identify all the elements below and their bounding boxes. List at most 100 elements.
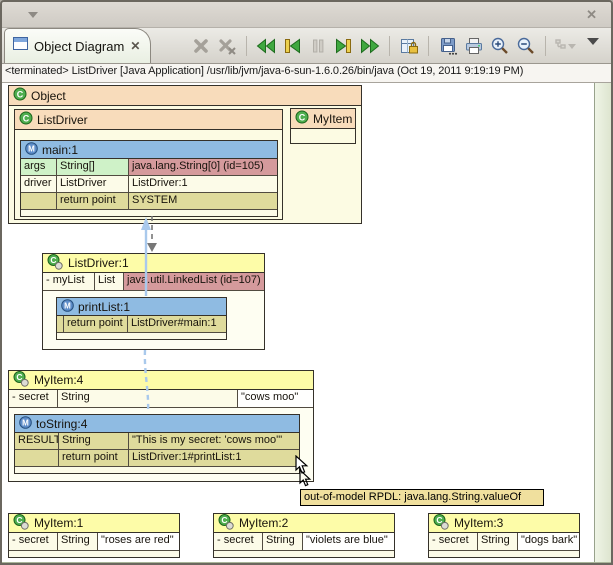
- tab-title: Object Diagram: [34, 39, 124, 54]
- field-type: String: [58, 533, 98, 550]
- terminate-button[interactable]: [189, 34, 213, 58]
- field-name: - secret: [9, 390, 58, 407]
- activation-tostring-4[interactable]: M toString:4 RESULT String "This is my s…: [14, 414, 300, 474]
- var-name: [57, 316, 64, 332]
- view-window-icon: [13, 37, 28, 55]
- object-box-listdriver-1[interactable]: C ListDriver:1 - myList List java.util.L…: [42, 253, 265, 350]
- object-box-myitem-1[interactable]: C MyItem:1 - secret String "roses are re…: [8, 513, 180, 558]
- method-icon: M: [61, 299, 74, 315]
- var-value: "This is my secret: 'cows moo'": [129, 433, 299, 449]
- toolbar: [189, 34, 577, 58]
- field-value: "roses are red": [98, 533, 179, 550]
- tree-mode-button[interactable]: [553, 34, 577, 58]
- activation-title: printList:1: [78, 300, 130, 314]
- class-icon: C: [13, 87, 27, 104]
- object-box-myitem-3[interactable]: C MyItem:3 - secret String "dogs bark": [428, 513, 580, 558]
- zoom-out-button[interactable]: [514, 34, 538, 58]
- window-close-icon[interactable]: ✕: [586, 8, 597, 21]
- table-footer: [214, 551, 394, 557]
- step-forward-button[interactable]: [332, 34, 356, 58]
- svg-text:M: M: [28, 144, 35, 153]
- activation-title: toString:4: [36, 417, 87, 431]
- return-point-label: return point: [64, 316, 128, 332]
- field-type: String: [263, 533, 303, 550]
- activation-printlist-1[interactable]: M printList:1 return point ListDriver#ma…: [56, 297, 227, 340]
- var-type: String[]: [57, 159, 129, 175]
- field-type: List: [95, 273, 124, 290]
- var-name: [15, 450, 59, 466]
- table-footer: [57, 333, 226, 339]
- table-footer: [21, 210, 277, 216]
- var-name: driver: [21, 176, 57, 192]
- var-name: [21, 193, 57, 209]
- return-point-label: return point: [59, 450, 129, 466]
- var-type: ListDriver: [57, 176, 129, 192]
- method-icon: M: [19, 416, 32, 432]
- activation-title: main:1: [42, 143, 78, 157]
- diagram-canvas[interactable]: C Object C ListDriver C MyItem M main:1: [2, 83, 595, 562]
- launch-status-line: <terminated> ListDriver [Java Applicatio…: [2, 64, 611, 83]
- var-value: java.lang.String[0] (id=105): [129, 159, 277, 175]
- field-name: - myList: [43, 273, 95, 290]
- return-point-value: ListDriver:1#printList:1: [129, 450, 299, 466]
- svg-text:C: C: [16, 372, 22, 382]
- var-type: String: [59, 433, 129, 449]
- object-icon: C: [218, 514, 235, 533]
- window-titlebar[interactable]: ✕: [2, 2, 611, 28]
- svg-text:M: M: [22, 418, 29, 427]
- method-icon: M: [25, 142, 38, 158]
- object-box-myitem-4[interactable]: C MyItem:4 - secret String "cows moo" M …: [8, 370, 314, 482]
- pause-button[interactable]: [306, 34, 330, 58]
- class-icon: C: [19, 111, 33, 128]
- object-icon: C: [13, 514, 30, 533]
- step-backward-button[interactable]: [280, 34, 304, 58]
- tab-close-icon[interactable]: ✕: [130, 39, 140, 53]
- field-value: "dogs bark": [518, 533, 579, 550]
- object-title: MyItem:3: [454, 516, 503, 530]
- context-box-myitem[interactable]: C MyItem: [290, 108, 356, 144]
- field-value: "violets are blue": [303, 533, 394, 550]
- object-title: MyItem:4: [34, 373, 83, 387]
- svg-text:C: C: [23, 114, 30, 124]
- table-footer: [429, 551, 579, 557]
- object-icon: C: [13, 371, 30, 390]
- run-backward-button[interactable]: [254, 34, 278, 58]
- tooltip: out-of-model RPDL: java.lang.String.valu…: [300, 489, 544, 506]
- field-name: - secret: [9, 533, 58, 550]
- var-name: args: [21, 159, 57, 175]
- toolbar-separator: [389, 36, 390, 56]
- tab-object-diagram[interactable]: Object Diagram ✕: [4, 28, 151, 63]
- toolbar-separator: [428, 36, 429, 56]
- zoom-in-button[interactable]: [488, 34, 512, 58]
- vertical-scrollbar[interactable]: [595, 83, 611, 562]
- lock-diagram-button[interactable]: [397, 34, 421, 58]
- field-name: - secret: [429, 533, 478, 550]
- object-box-myitem-2[interactable]: C MyItem:2 - secret String "violets are …: [213, 513, 395, 558]
- window-menu-icon[interactable]: [28, 12, 38, 18]
- var-value: ListDriver:1: [129, 176, 277, 192]
- svg-text:C: C: [50, 255, 56, 265]
- field-value: java.util.LinkedList (id=107): [124, 273, 264, 290]
- field-name: - secret: [214, 533, 263, 550]
- context-title: Object: [31, 89, 66, 103]
- save-button[interactable]: [436, 34, 460, 58]
- object-title: ListDriver:1: [68, 256, 129, 270]
- svg-text:C: C: [436, 515, 442, 525]
- remove-all-terminated-button[interactable]: [215, 34, 239, 58]
- view-menu-icon[interactable]: [587, 38, 599, 45]
- svg-text:C: C: [17, 90, 24, 100]
- view-tab-bar: Object Diagram ✕: [2, 28, 611, 64]
- field-type: String: [478, 533, 518, 550]
- object-icon: C: [47, 254, 64, 273]
- activation-main-1[interactable]: M main:1 args String[] java.lang.String[…: [20, 140, 278, 217]
- run-forward-button[interactable]: [358, 34, 382, 58]
- svg-text:M: M: [64, 301, 71, 310]
- context-title: ListDriver: [37, 113, 88, 127]
- svg-text:C: C: [16, 515, 22, 525]
- object-icon: C: [433, 514, 450, 533]
- svg-text:C: C: [299, 113, 306, 123]
- field-value: "cows moo": [238, 390, 313, 407]
- print-button[interactable]: [462, 34, 486, 58]
- class-icon: C: [295, 110, 309, 127]
